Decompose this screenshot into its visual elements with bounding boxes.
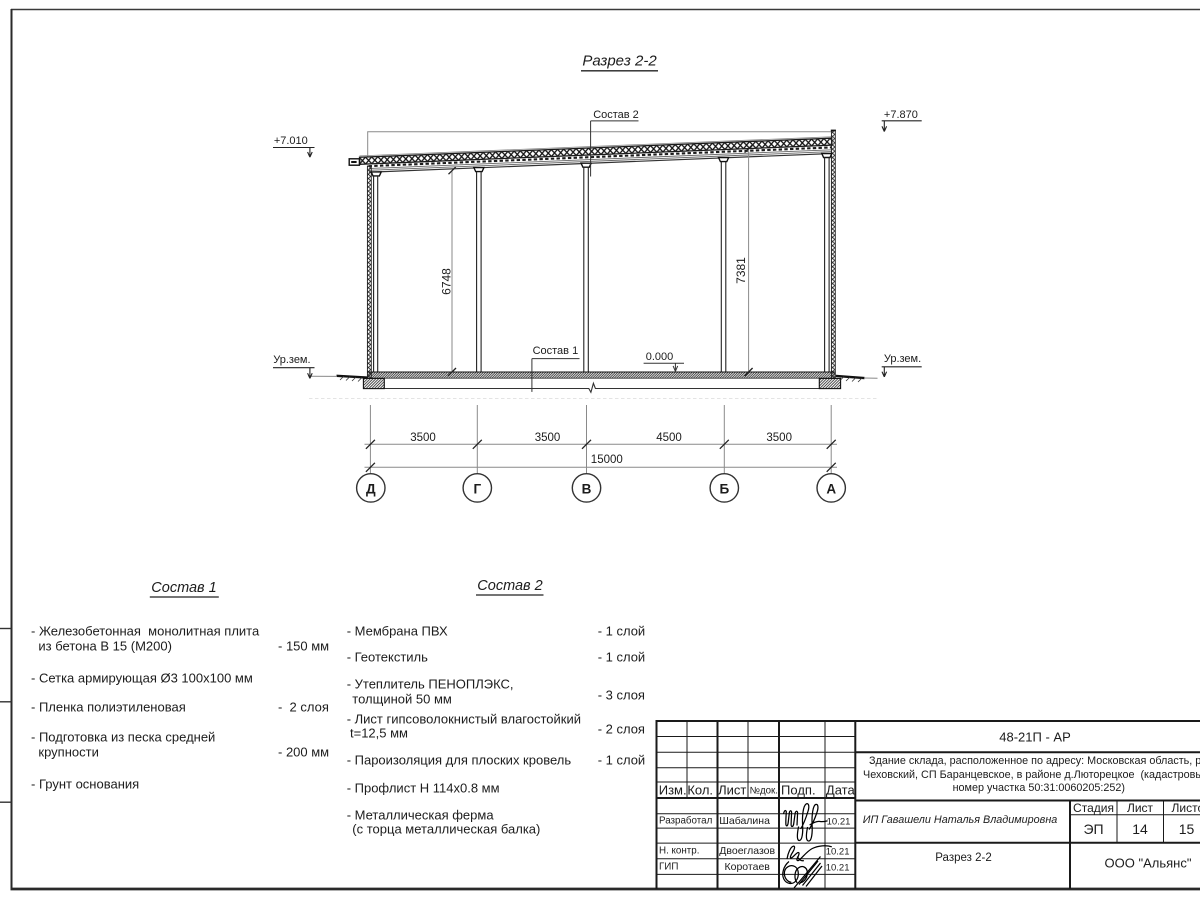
svg-text:7381: 7381 bbox=[734, 257, 748, 284]
svg-text:6748: 6748 bbox=[440, 268, 454, 295]
